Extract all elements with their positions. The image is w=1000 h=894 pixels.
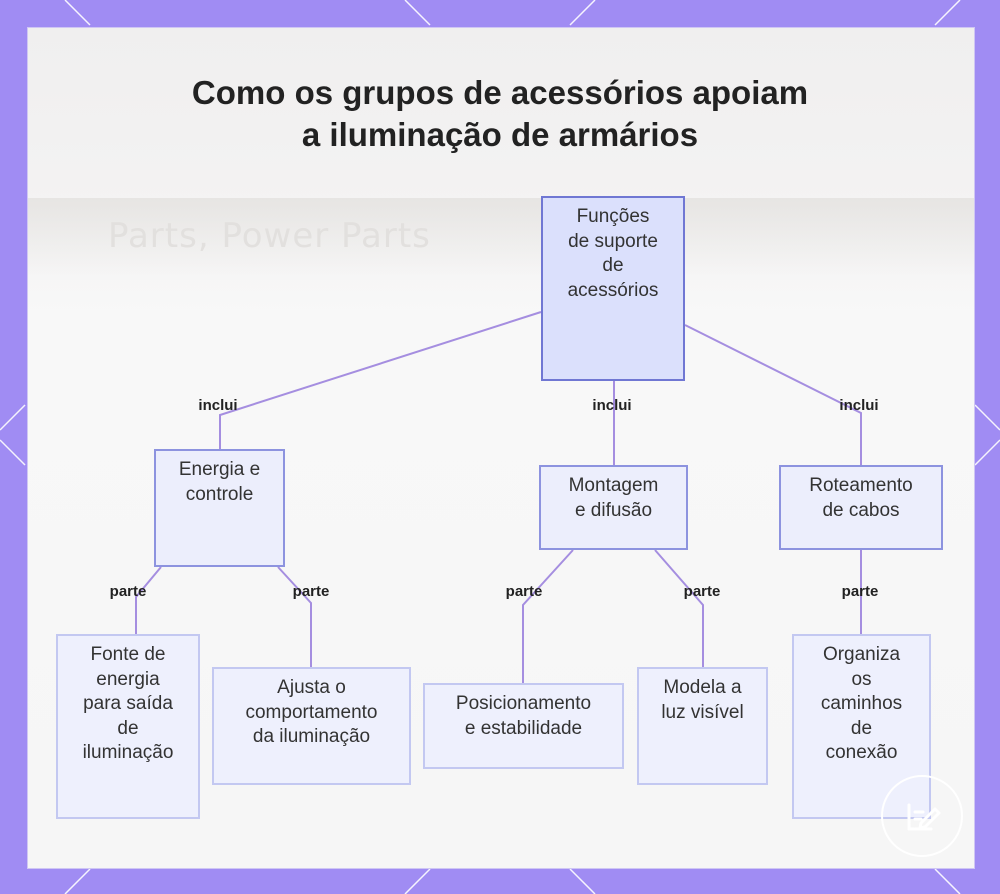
node-root-line-2: de suporte	[568, 230, 658, 252]
node-roteamento-cabos: Roteamento de cabos	[779, 465, 943, 550]
node-montagem-line-1: Montagem	[568, 475, 659, 496]
node-ajusta-comportamento: Ajusta o comportamento da iluminação	[212, 667, 411, 785]
edit-document-icon[interactable]	[881, 775, 963, 857]
node-posicionamento-line-2: e estabilidade	[464, 717, 583, 739]
node-roteamento-line-2: de cabos	[822, 499, 900, 521]
node-ajusta-line-1: Ajusta o	[277, 677, 346, 698]
edge-label-root-energia: inclui	[198, 397, 238, 414]
edit-document-glyph	[907, 803, 941, 831]
node-energia-line-2: controle	[185, 483, 254, 505]
node-root-line-1: Funções	[576, 206, 650, 227]
node-root-funcoes-suporte: Funções de suporte de acessórios	[541, 196, 685, 381]
node-modela-line-2: luz visível	[661, 701, 744, 723]
edge-label-root-montagem: inclui	[592, 397, 632, 414]
edge-energia-ajusta	[277, 566, 312, 667]
diagram-title: Como os grupos de acessórios apoiam a il…	[0, 72, 1000, 156]
node-fonte-line-5: iluminação	[82, 742, 174, 763]
title-line-2: a iluminação de armários	[301, 116, 699, 153]
background-photo-band	[28, 198, 974, 278]
node-ajusta-line-2: comportamento	[245, 701, 378, 723]
node-posicionamento-estabilidade: Posicionamento e estabilidade	[423, 683, 624, 769]
node-fonte-line-3: para saída	[83, 693, 173, 714]
node-fonte-line-1: Fonte de	[90, 644, 166, 665]
node-fonte-line-4: de	[117, 717, 139, 739]
node-organiza-line-1: Organiza	[822, 644, 901, 665]
node-posicionamento-line-1: Posicionamento	[455, 693, 592, 714]
edge-label-root-roteamento: inclui	[839, 397, 879, 414]
title-line-1: Como os grupos de acessórios apoiam	[191, 74, 809, 111]
node-fonte-energia: Fonte de energia para saída de iluminaçã…	[56, 634, 200, 819]
node-fonte-line-2: energia	[96, 668, 160, 690]
edge-label-energia-ajusta: parte	[292, 583, 330, 600]
node-organiza-line-4: de	[850, 717, 873, 739]
edge-montagem-modela	[654, 549, 704, 667]
edge-montagem-posicionamento	[522, 549, 574, 683]
node-modela-line-1: Modela a	[663, 677, 742, 698]
background-ghost-text: Parts, Power Parts	[108, 216, 431, 256]
edge-root-roteamento	[684, 324, 862, 465]
node-roteamento-line-1: Roteamento	[809, 475, 913, 496]
node-root-line-4: acessórios	[567, 279, 659, 301]
node-organiza-line-5: conexão	[825, 742, 898, 763]
edge-label-montagem-posicionamento: parte	[505, 583, 543, 600]
node-energia-controle: Energia e controle	[154, 449, 285, 567]
node-organiza-line-2: os	[851, 668, 872, 690]
node-energia-line-1: Energia e	[178, 459, 261, 480]
edge-label-energia-fonte: parte	[109, 583, 147, 600]
node-organiza-line-3: caminhos	[820, 693, 903, 714]
node-montagem-line-2: e difusão	[574, 499, 653, 521]
edge-root-energia	[219, 311, 542, 449]
node-root-line-3: de	[602, 255, 624, 276]
node-montagem-difusao: Montagem e difusão	[539, 465, 688, 550]
edge-label-roteamento-organiza: parte	[841, 583, 879, 600]
node-modela-luz: Modela a luz visível	[637, 667, 768, 785]
edge-label-montagem-modela: parte	[683, 583, 721, 600]
edge-energia-fonte	[135, 566, 162, 634]
node-ajusta-line-3: da iluminação	[252, 726, 371, 747]
